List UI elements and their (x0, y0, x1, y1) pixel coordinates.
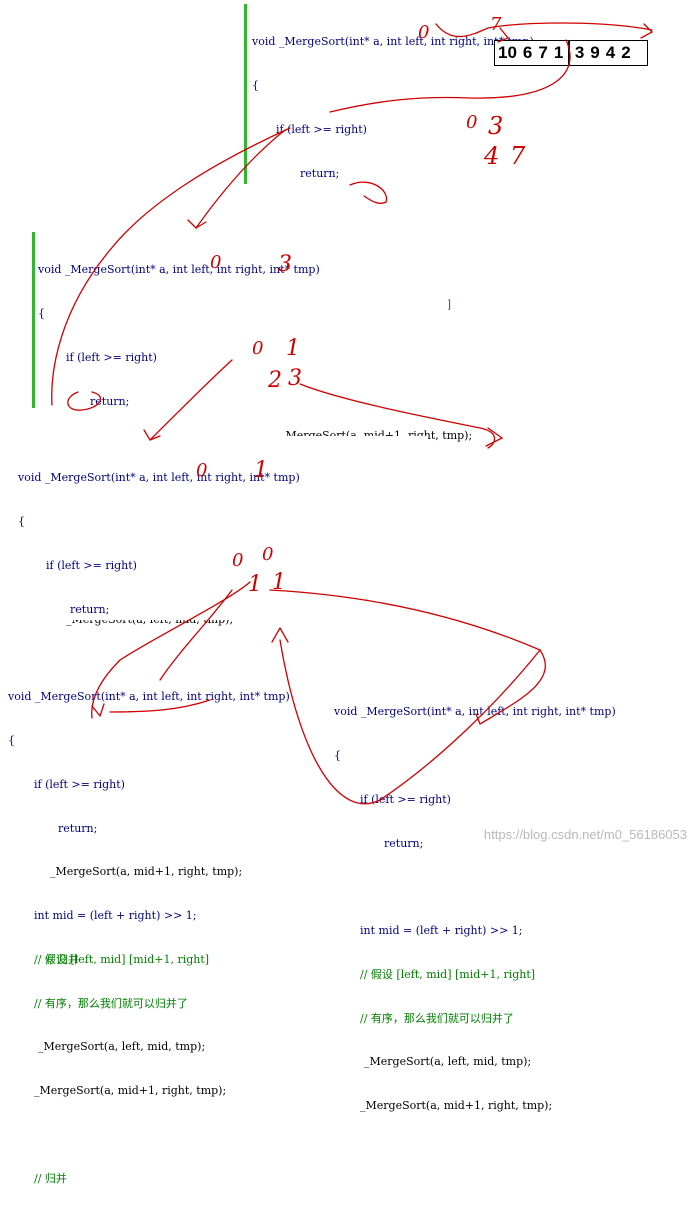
arrow-stroke (435, 22, 653, 38)
array-item: 4 (605, 43, 616, 62)
annotation-digit: 3 (488, 112, 504, 140)
code-signature: void _MergeSort(int* a, int left, int ri… (334, 705, 616, 719)
code-comment-assume: // 假设 [left, mid] [mid+1, right] (360, 967, 536, 981)
annotation-digit: 4 (484, 142, 500, 170)
array-item: 3 (574, 43, 585, 62)
code-call-right: _MergeSort(a, mid+1, right, tmp); (34, 1084, 227, 1098)
arrow-stroke (91, 581, 251, 719)
code-comment-ordered: // 有序，那么我们就可以归并了 (360, 1011, 514, 1025)
array-item: 9 (590, 43, 600, 62)
code-comment-ordered: // 有序，那么我们就可以归并了 (34, 996, 188, 1010)
annotation-digit: 0 (466, 112, 478, 133)
change-bar (244, 4, 247, 184)
arrow-stroke (91, 703, 105, 717)
code-if: if (left >= right) (66, 350, 157, 364)
annotation-digit: 0 (252, 338, 264, 359)
arrow-stroke (497, 27, 510, 43)
code-signature: void _MergeSort(int* a, int left, int ri… (252, 35, 534, 49)
arrow-stroke (299, 383, 496, 449)
annotation-digit: 0 (418, 22, 430, 43)
code-signature: void _MergeSort(int* a, int left, int ri… (8, 690, 290, 704)
array-box: 10 6 7 1 3 9 4 2 (494, 40, 648, 66)
annotation-digit: 0 (210, 252, 222, 273)
code-comment-assume: // 假设 [left, mid] [mid+1, right] (34, 952, 210, 966)
recursion-arrows (51, 22, 654, 805)
annotation-digit: 1 (248, 572, 262, 597)
annotation-digit: 1 (286, 336, 300, 361)
annotation-digit: 0 (232, 550, 244, 571)
code-open-brace: { (18, 514, 25, 528)
code-return: return; (70, 602, 110, 616)
arrow-stroke (159, 589, 233, 681)
arrow-stroke (195, 129, 286, 229)
code-if: if (left >= right) (46, 558, 137, 572)
code-signature: void _MergeSort(int* a, int left, int ri… (18, 471, 300, 485)
code-return: return; (58, 821, 98, 835)
arrow-stroke (269, 589, 546, 725)
code-open-brace: { (252, 78, 259, 92)
arrow-stroke (149, 359, 233, 441)
code-panel-1: void _MergeSort(int* a, int left, int ri… (240, 0, 695, 530)
arrow-stroke (67, 391, 102, 411)
arrow-stroke (279, 639, 541, 805)
arrow-stroke (349, 181, 388, 204)
code-open-brace: { (334, 748, 341, 762)
arrow-stroke (187, 219, 207, 229)
arrow-stroke (109, 699, 211, 713)
code-open-brace: { (8, 733, 15, 747)
annotation-digit: 3 (278, 252, 292, 277)
array-item: 6 (522, 43, 533, 62)
array-item: 2 (621, 43, 631, 62)
code-call-right: _MergeSort(a, mid+1, right, tmp); (360, 1099, 553, 1113)
annotation-digit: 1 (254, 458, 268, 483)
code-call-left: _MergeSort(a, left, mid, tmp); (364, 1055, 532, 1069)
code-mid: int mid = (left + right) >> 1; (360, 924, 523, 938)
annotation-digit: 3 (288, 366, 302, 391)
change-bar (32, 232, 35, 408)
annotation-digit: 7 (490, 14, 502, 35)
arrow-stroke (329, 39, 571, 113)
code-if: if (left >= right) (276, 122, 367, 136)
arrow-stroke (51, 127, 291, 406)
code-comment-merge: // 归并 (34, 1171, 67, 1185)
array-item: 7 (538, 43, 548, 62)
array-item: 1 (553, 43, 564, 62)
annotation-digit: 0 (262, 544, 274, 565)
array-item: 10 (498, 43, 517, 62)
annotation-digit: 2 (268, 368, 282, 393)
code-return: return; (384, 836, 424, 850)
watermark: https://blog.csdn.net/m0_56186053 (483, 827, 687, 842)
arrow-stroke (271, 627, 289, 643)
array-divider (568, 41, 570, 65)
arrow-stroke (640, 23, 654, 39)
arrow-stroke (143, 429, 161, 441)
annotation-digit: 0 (196, 460, 208, 481)
code-signature: void _MergeSort(int* a, int left, int ri… (38, 263, 320, 277)
code-mid: int mid = (left + right) >> 1; (34, 909, 197, 923)
code-if: if (left >= right) (360, 792, 451, 806)
code-return: return; (300, 166, 340, 180)
code-open-brace: { (38, 306, 45, 320)
annotation-digit: 1 (272, 570, 286, 595)
code-call-left: _MergeSort(a, left, mid, tmp); (38, 1040, 206, 1054)
arrow-stroke (485, 427, 504, 447)
code-if: if (left >= right) (34, 777, 125, 791)
annotation-digit: 7 (510, 142, 526, 170)
